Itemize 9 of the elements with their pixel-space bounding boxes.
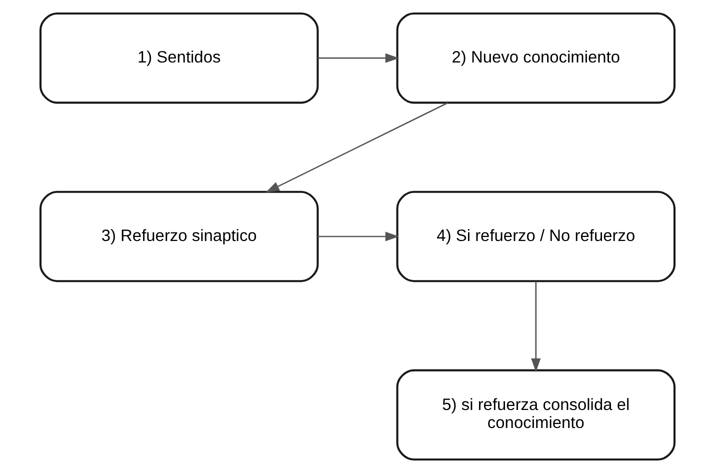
node-box: 4) Si refuerzo / No refuerzo: [396, 190, 676, 282]
node-box: 3) Refuerzo sinaptico: [39, 190, 319, 282]
arrow: [531, 281, 541, 372]
node-box: 1) Sentidos: [39, 12, 319, 104]
node-box: 2) Nuevo conocimiento: [396, 12, 676, 104]
arrow: [318, 232, 400, 242]
node-box: 5) si refuerza consolida el conocimiento: [396, 369, 676, 461]
arrow: [318, 53, 400, 63]
arrow: [266, 102, 448, 193]
